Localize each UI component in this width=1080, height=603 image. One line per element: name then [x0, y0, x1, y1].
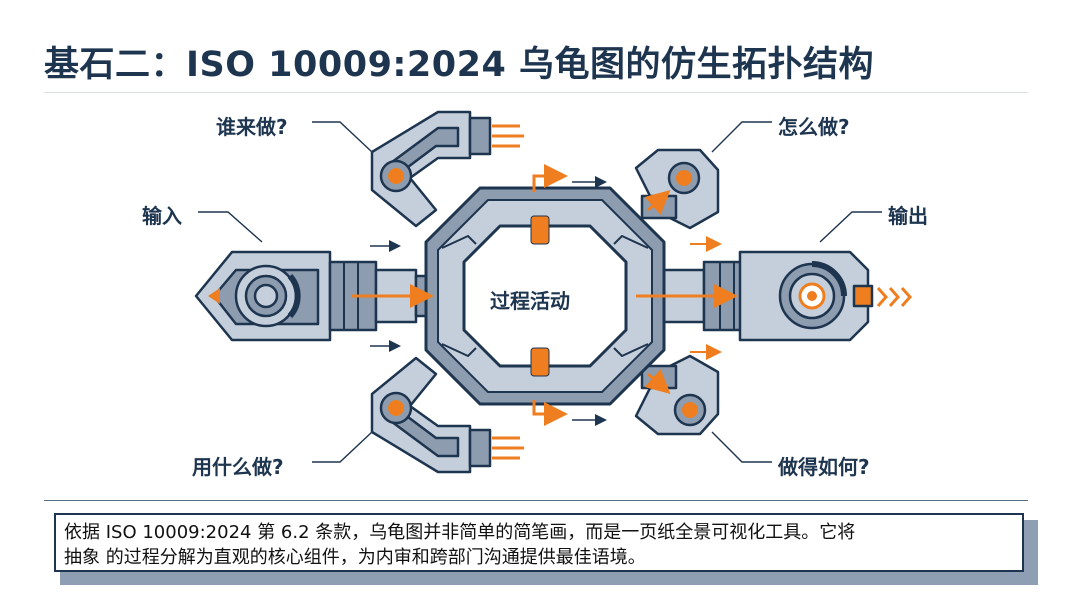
label-who: 谁来做?: [216, 115, 288, 139]
arm-lower-right: [634, 354, 720, 436]
turtle-diagram: [194, 110, 913, 474]
note-line-2: 抽象 的过程分解为直观的核心组件，为内审和跨部门沟通提供最佳语境。: [64, 547, 646, 568]
label-how-well: 做得如何?: [778, 455, 870, 479]
arm-lower-left: [370, 356, 524, 474]
output-chevrons: [876, 287, 913, 307]
arm-upper-left: [370, 110, 524, 228]
note-line-1: 依据 ISO 10009:2024 第 6.2 条款，乌龟图并非简单的简笔画，而…: [64, 522, 856, 543]
label-with-what: 用什么做?: [192, 455, 284, 479]
label-output: 输出: [888, 204, 928, 228]
arm-upper-right: [634, 148, 720, 230]
label-input: 输入: [142, 204, 182, 228]
flow-arrows: [352, 164, 738, 426]
callout-leaders: [198, 121, 882, 463]
input-module: [194, 250, 458, 342]
center-process-label: 过程活动: [490, 289, 570, 313]
footer-divider: [44, 500, 1028, 501]
process-hub: [424, 186, 666, 406]
label-how: 怎么做?: [778, 115, 850, 139]
explanation-note: 依据 ISO 10009:2024 第 6.2 条款，乌龟图并非简单的简笔画，而…: [54, 513, 1024, 572]
page-title: 基石二：ISO 10009:2024 乌龟图的仿生拓扑结构: [44, 45, 875, 85]
title-divider: [44, 92, 1028, 93]
